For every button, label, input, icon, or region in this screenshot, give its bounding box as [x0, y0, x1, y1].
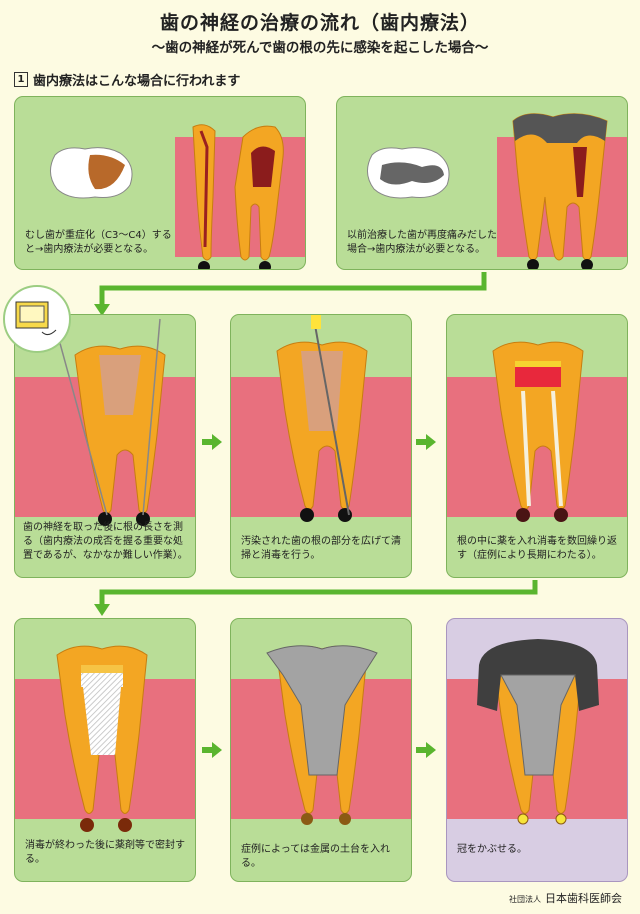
panel-caption: 歯の神経を取った後に根の長さを測る（歯内療法の成否を握る重要な処置であるが、なか… — [23, 522, 188, 561]
flow-arrow-down-icon — [94, 580, 538, 616]
panel-seal: 消毒が終わった後に薬剤等で密封する。 — [14, 618, 196, 882]
panel-caption: 消毒が終わった後に薬剤等で密封する。 — [25, 840, 185, 865]
page-subtitle: ～歯の神経が死んで歯の根の先に感染を起こした場合～ — [151, 40, 489, 56]
publisher-type: 社団法人 — [509, 895, 541, 904]
panel-caption: 汚染された歯の根の部分を広げて清掃と消毒を行う。 — [241, 536, 401, 561]
flow-arrow-right-icon — [202, 434, 222, 450]
flow-arrow-right-icon — [202, 742, 222, 758]
panel-clean: 汚染された歯の根の部分を広げて清掃と消毒を行う。 — [230, 314, 412, 578]
panel-measure: 歯の神経を取った後に根の長さを測る（歯内療法の成否を握る重要な処置であるが、なか… — [14, 314, 196, 578]
publisher-name: 日本歯科医師会 — [545, 892, 622, 905]
filled-tooth-top-icon — [367, 147, 450, 199]
filled-tooth-icon — [512, 113, 608, 269]
panel-crown: 冠をかぶせる。 — [446, 618, 628, 882]
panel-caption: 冠をかぶせる。 — [457, 844, 527, 855]
page-title: 歯の神経の治療の流れ（歯内療法） — [159, 12, 480, 34]
publisher: 社団法人日本歯科医師会 — [509, 890, 622, 906]
panel-caption: 根の中に薬を入れ消毒を数回繰り返す（症例により長期にわたる）。 — [457, 536, 617, 561]
flow-arrow-down-icon — [94, 272, 487, 316]
panel-post: 症例によっては金属の土台を入れる。 — [230, 618, 412, 882]
flow-arrow-right-icon — [416, 434, 436, 450]
apex-locator-icon — [3, 285, 71, 353]
section-heading: 1 歯内療法はこんな場合に行われます — [14, 70, 240, 89]
panel-caption: 症例によっては金属の土台を入れる。 — [241, 844, 390, 869]
section-label: 歯内療法はこんな場合に行われます — [33, 74, 241, 89]
panel-caption: むし歯が重症化（C3～C4）すると→歯内療法が必要となる。 — [25, 230, 172, 255]
panel-caption: 以前治療した歯が再度痛みだした場合→歯内療法が必要となる。 — [347, 230, 497, 255]
cavity-tooth-top-icon — [50, 147, 133, 199]
flow-arrow-right-icon — [416, 742, 436, 758]
panel-medicate: 根の中に薬を入れ消毒を数回繰り返す（症例により長期にわたる）。 — [446, 314, 628, 578]
decayed-tooth-icon — [192, 124, 284, 269]
section-number: 1 — [14, 72, 28, 87]
panel-retreatment: 以前治療した歯が再度痛みだした場合→歯内療法が必要となる。 — [336, 96, 628, 270]
panel-decay: むし歯が重症化（C3～C4）すると→歯内療法が必要となる。 — [14, 96, 306, 270]
